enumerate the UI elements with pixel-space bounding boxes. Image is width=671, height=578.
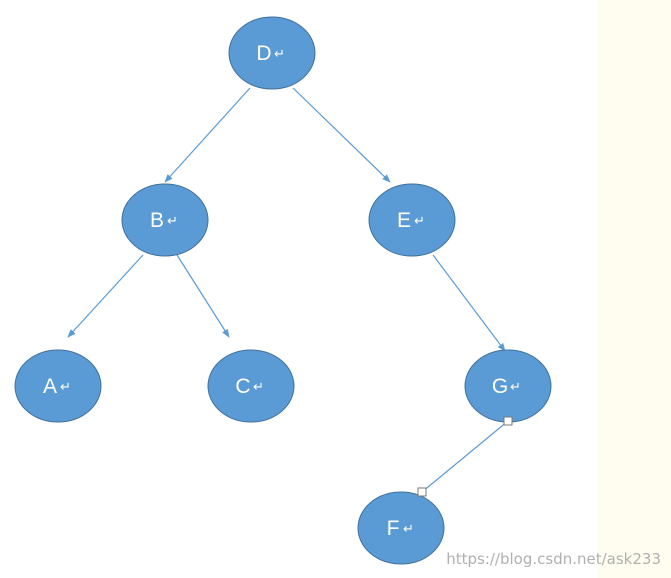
return-arrow-icon: ↵	[414, 213, 425, 228]
node-c[interactable]: C↵	[207, 349, 295, 423]
node-ellipse	[228, 16, 316, 90]
node-d[interactable]: D↵	[228, 16, 316, 90]
node-ellipse	[357, 491, 445, 565]
node-label: F	[387, 517, 400, 540]
return-arrow-icon: ↵	[510, 379, 521, 394]
node-label: C	[235, 375, 250, 398]
return-arrow-icon: ↵	[253, 379, 264, 394]
node-g[interactable]: G↵	[464, 349, 552, 423]
node-f[interactable]: F↵	[357, 491, 445, 565]
node-label: G	[492, 375, 508, 398]
side-panel	[597, 0, 671, 578]
connector-handle-end[interactable]	[417, 487, 427, 497]
node-e[interactable]: E↵	[368, 183, 456, 257]
edge-b-a	[67, 254, 144, 338]
node-ellipse	[207, 349, 295, 423]
edge-g-f	[421, 420, 509, 493]
node-a[interactable]: A↵	[14, 349, 102, 423]
node-label: A	[43, 375, 57, 398]
return-arrow-icon: ↵	[167, 213, 178, 228]
node-ellipse	[121, 183, 209, 257]
node-b[interactable]: B↵	[121, 183, 209, 257]
edge-d-e	[292, 87, 391, 183]
node-label: E	[397, 209, 411, 232]
edge-e-g	[432, 254, 506, 352]
connector-handle-start[interactable]	[503, 416, 513, 426]
edge-b-c	[176, 254, 230, 338]
return-arrow-icon: ↵	[60, 379, 71, 394]
node-label: D	[256, 42, 271, 65]
node-label: B	[150, 209, 164, 232]
watermark: https://blog.csdn.net/ask233	[446, 550, 661, 568]
node-ellipse	[14, 349, 102, 423]
node-ellipse	[368, 183, 456, 257]
return-arrow-icon: ↵	[403, 521, 414, 536]
edge-d-b	[164, 87, 251, 183]
return-arrow-icon: ↵	[274, 46, 285, 61]
